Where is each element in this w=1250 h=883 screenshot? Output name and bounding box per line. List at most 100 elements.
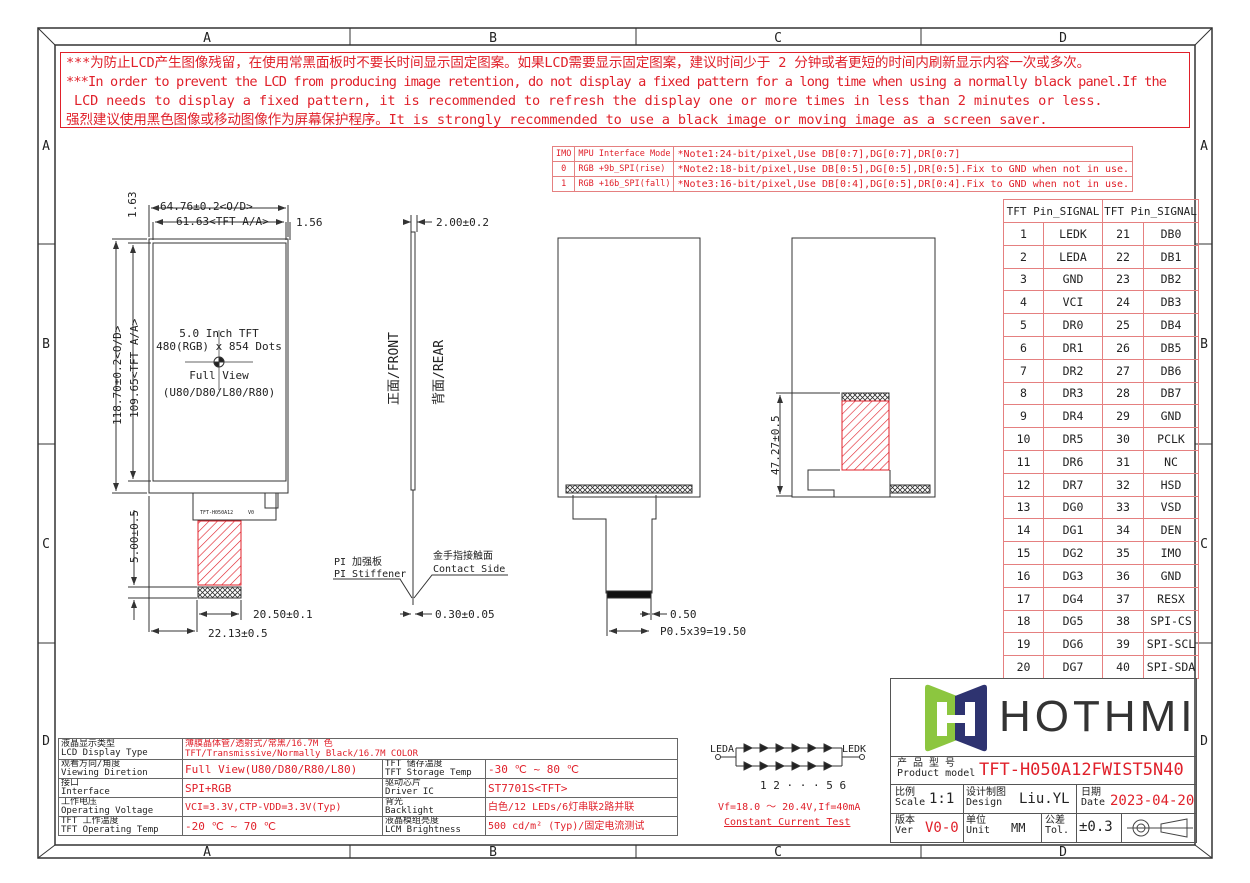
pin-signal: LEDA xyxy=(1043,244,1103,269)
pin-number: 24 xyxy=(1102,290,1144,315)
pin-signal: DG4 xyxy=(1043,586,1103,611)
dim-fpc: 5.00±0.5 xyxy=(128,510,141,563)
tol-label-en: Tol. xyxy=(1045,825,1070,836)
pin-signal: DR2 xyxy=(1043,358,1103,383)
date-label-en: Date xyxy=(1081,797,1106,808)
header-tft: TFT xyxy=(1104,204,1124,218)
label-en: Interface xyxy=(61,787,110,797)
pin-number: 3 xyxy=(1003,267,1044,292)
backlight-labels: LEDA LEDK 1 2 · · · 5 6 Vf=18.0 ～ 20.4V,… xyxy=(710,744,866,828)
pin-number: 20 xyxy=(1003,655,1044,679)
note-3: *Note3:16-bit/pixel,Use DB[0:4],DG[0:5],… xyxy=(673,176,1134,192)
dim-pitch: 0.50 xyxy=(670,608,697,621)
dim-thickness: 2.00±0.2 xyxy=(436,216,489,229)
label-en: Operating Voltage xyxy=(61,806,154,816)
pin-number: 9 xyxy=(1003,404,1044,429)
pin-signal: DB7 xyxy=(1143,381,1199,406)
zone-col-a-bottom: A xyxy=(203,845,211,860)
header-signal: Pin_SIGNAL xyxy=(1033,204,1100,218)
zone-row-c-right: C xyxy=(1200,537,1208,552)
notice-line-en-2: LCD needs to display a fixed pattern, it… xyxy=(66,93,1103,109)
unit-label-cn: 单位 xyxy=(966,815,986,826)
pin-number: 13 xyxy=(1003,495,1044,520)
pin-number: 22 xyxy=(1102,244,1144,269)
drawing-date: 2023-04-20 xyxy=(1110,793,1195,809)
pin-number: 7 xyxy=(1003,358,1044,383)
pin-signal: DG3 xyxy=(1043,563,1103,588)
pin-signal: SPI-SCL xyxy=(1143,632,1199,657)
notice-line-cn: ***为防止LCD产生图像残留，在使用常黑面板时不要长时间显示固定图案。如果LC… xyxy=(66,55,1091,71)
imo-header: IMO xyxy=(551,146,576,162)
pin-signal: IMO xyxy=(1143,541,1199,565)
pin-signal: DR4 xyxy=(1043,404,1103,429)
pin-number: 15 xyxy=(1003,541,1044,565)
pin-number: 26 xyxy=(1102,335,1144,360)
zone-col-b: B xyxy=(489,31,497,46)
pin-signal: DR5 xyxy=(1043,427,1103,451)
pin-number: 39 xyxy=(1102,632,1144,657)
panel-size: 5.0 Inch TFT xyxy=(179,327,259,340)
pin-number: 21 xyxy=(1102,222,1144,246)
scale-label-cn: 比例 xyxy=(895,787,915,798)
side-view-labels: 2.00±0.2 正面/FRONT 背面/REAR PI 加强板 PI Stif… xyxy=(334,216,505,621)
operating-temp-value: -20 ℃ ~ 70 ℃ xyxy=(182,816,383,836)
pin-signal: DR3 xyxy=(1043,381,1103,406)
pin-number: 10 xyxy=(1003,427,1044,451)
pin-number: 32 xyxy=(1102,472,1144,497)
model-label-en: Product model xyxy=(897,768,976,779)
product-model: TFT-H050A12FWIST5N40 xyxy=(979,760,1184,780)
pin-number: 1 xyxy=(1003,222,1044,246)
dim-fpc-len: 47.27±0.5 xyxy=(769,415,782,475)
pin-number: 18 xyxy=(1003,609,1044,634)
pin-signal: DG7 xyxy=(1043,655,1103,679)
note-1: *Note1:24-bit/pixel,Use DB[0:7],DG[0:7],… xyxy=(673,146,1134,162)
label-en: LCD Display Type xyxy=(61,748,148,758)
imo-value: 0 xyxy=(551,161,576,177)
backlight-value: 白色/12 LEDs/6灯串联2路并联 xyxy=(484,797,679,817)
label-en: TFT Operating Temp xyxy=(61,825,159,835)
model-label-cn: 产 品 型 号 xyxy=(897,758,956,769)
rear-view-labels: 0.50 P0.5x39=19.50 47.27±0.5 xyxy=(660,415,782,638)
scale-label-en: Scale xyxy=(895,797,926,808)
dim-fpc-thickness: 0.30±0.05 xyxy=(435,608,495,621)
voltage-value: VCI=3.3V,CTP-VDD=3.3V(Typ) xyxy=(182,797,383,817)
rear-view-fpc-unfolded xyxy=(557,237,701,636)
label-cn: 驱动芯片 xyxy=(385,778,422,788)
label-cn: 观看方向/角度 xyxy=(61,759,121,769)
notice-line-en-1: ***In order to prevent the LCD from prod… xyxy=(66,74,1167,90)
pin-signal: DR0 xyxy=(1043,313,1103,337)
imo-value: 1 xyxy=(551,176,576,192)
label-cn: TFT 储存温度 xyxy=(385,759,443,769)
pin-number: 16 xyxy=(1003,563,1044,588)
pin-signal: DG2 xyxy=(1043,541,1103,565)
pin-signal: DB4 xyxy=(1143,313,1199,337)
label-cn: 接口 xyxy=(61,778,80,788)
viewing-direction-value: Full View(U80/D80/R80/L80) xyxy=(182,759,383,779)
label-cn: TFT 工作温度 xyxy=(61,816,119,826)
unit-label-en: Unit xyxy=(966,825,991,836)
label-cn: 背光 xyxy=(385,797,404,807)
led-spec: Vf=18.0 ～ 20.4V,If=40mA xyxy=(718,802,860,813)
front-label: 正面/FRONT xyxy=(387,332,402,405)
brightness-value: 500 cd/m² (Typ)/固定电流测试 xyxy=(484,816,679,836)
note-2: *Note2:18-bit/pixel,Use DB[0:5],DG[0:5],… xyxy=(673,161,1134,177)
pin-signal: DB6 xyxy=(1143,358,1199,383)
led-cathode: LEDK xyxy=(842,744,866,755)
panel-resolution: 480(RGB) x 854 Dots xyxy=(156,340,282,353)
